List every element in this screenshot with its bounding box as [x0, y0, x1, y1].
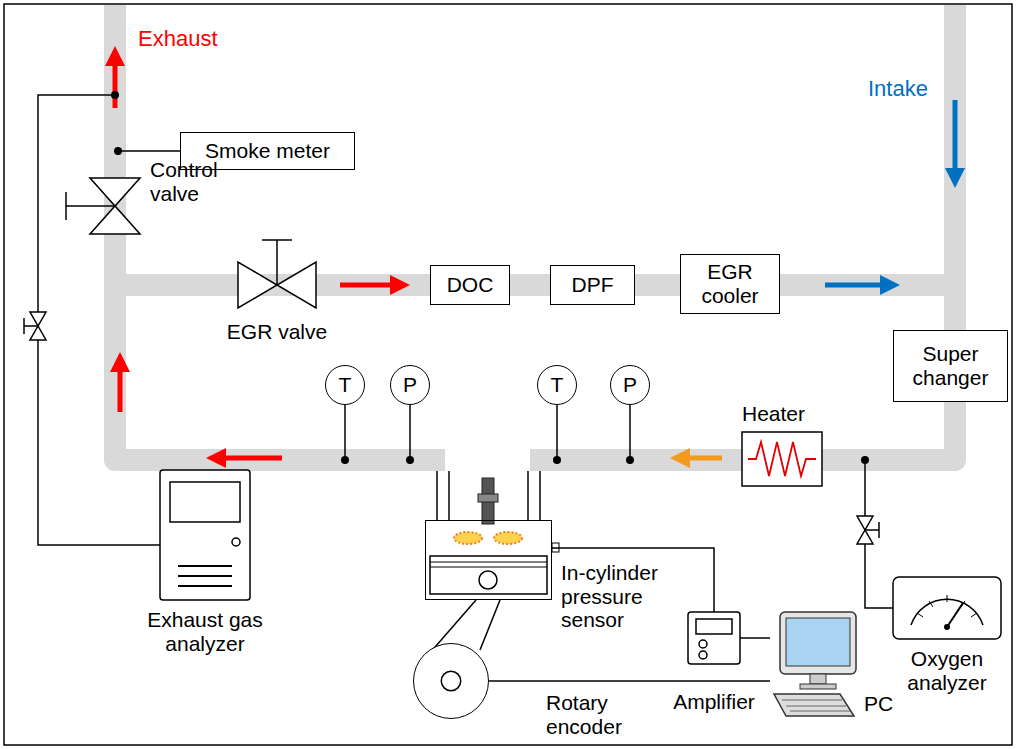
smoke-line — [118, 150, 180, 152]
personal-computer-symbol — [770, 612, 860, 718]
node-label: Exhaust gas analyzer — [130, 608, 280, 655]
egr-valve-symbol — [238, 262, 316, 308]
node-label: T — [551, 373, 564, 397]
amplifier: Amplifier — [688, 612, 740, 664]
flow-label: Intake — [868, 76, 928, 102]
exhaust-pipe — [115, 5, 445, 460]
node-label: Oxygen analyzer — [893, 647, 1001, 694]
flow-label: Exhaust — [138, 26, 218, 52]
signal-wire — [489, 680, 770, 682]
flow-arrow — [113, 56, 118, 108]
engine-cylinder: In-cylinder pressure sensor — [425, 520, 552, 600]
supercharger-box: Super changer — [893, 330, 1008, 402]
node-label: Heater — [742, 402, 822, 426]
node-label: T — [339, 373, 352, 397]
pressure-gauge: P — [610, 365, 650, 405]
egr-valve: EGR valve — [238, 262, 316, 308]
cooler-box: EGR cooler — [680, 254, 780, 314]
sensor-stem — [344, 405, 346, 460]
aftertreatment-box: DPF — [550, 265, 635, 305]
flow-arrow — [340, 283, 400, 288]
sensor-stem — [629, 405, 631, 460]
node-label: In-cylinder pressure sensor — [561, 561, 686, 632]
exhaust-gas-analyzer-symbol — [160, 470, 250, 600]
node-label: P — [623, 373, 637, 397]
sampling-wires — [38, 95, 893, 608]
flow-arrow — [680, 456, 722, 461]
aftertreatment-box: DOC — [430, 265, 510, 305]
signal-wire — [740, 637, 770, 639]
temperature-gauge: T — [325, 365, 365, 405]
temperature-gauge: T — [537, 365, 577, 405]
heater: Heater — [742, 432, 822, 486]
oxygen-analyzer: Oxygen analyzer — [893, 577, 1001, 639]
pipes — [115, 5, 955, 460]
heater-symbol — [742, 432, 822, 486]
control-valve-symbol — [90, 178, 140, 234]
node-label: PC — [864, 692, 904, 716]
frame — [4, 4, 1012, 745]
personal-computer: PC — [770, 612, 860, 718]
analyzer-line — [38, 95, 160, 545]
node-label: EGR cooler — [689, 260, 771, 308]
node-label: Control valve — [150, 158, 245, 205]
node-label: Smoke meter — [205, 139, 330, 163]
node-label: Rotary encoder — [546, 691, 641, 738]
node-label: P — [403, 373, 417, 397]
sample-valves — [24, 312, 879, 544]
flow-arrow — [825, 283, 890, 288]
rotary-encoder-symbol — [414, 644, 488, 718]
flow-arrow — [953, 100, 958, 178]
pressure-gauge: P — [390, 365, 430, 405]
rotary-encoder: Rotary encoder — [413, 643, 489, 719]
node-label: EGR valve — [217, 320, 337, 344]
node-label: Super changer — [902, 342, 999, 390]
intake-pipe — [530, 5, 955, 460]
sensor-stem — [409, 405, 411, 460]
oxygen-analyzer-symbol — [893, 577, 1001, 639]
control-valve: Control valve — [90, 178, 140, 234]
node-label: DPF — [572, 273, 614, 297]
node-label: Amplifier — [664, 690, 764, 714]
amplifier-symbol — [688, 612, 740, 664]
tap-dots — [111, 91, 869, 464]
exhaust-gas-analyzer: Exhaust gas analyzer — [160, 470, 250, 600]
node-label: DOC — [447, 273, 494, 297]
flow-arrow — [216, 456, 282, 461]
flow-arrow — [118, 362, 123, 412]
oxygen-line — [865, 460, 893, 608]
flow-arrows — [115, 56, 955, 458]
sensor-stem — [556, 405, 558, 460]
engine-illustration — [422, 471, 559, 662]
